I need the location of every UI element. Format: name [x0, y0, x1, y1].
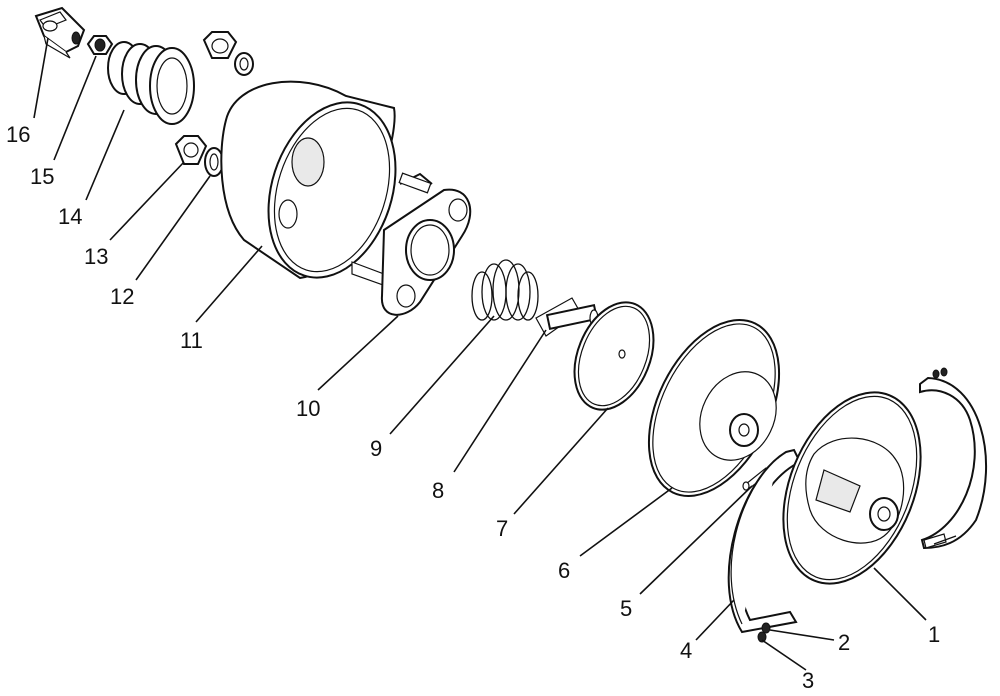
part-6-diaphragm: [647, 319, 781, 497]
callout-2: 2: [838, 630, 850, 655]
callout-11: 11: [180, 328, 203, 353]
part-16-clevis: [34, 6, 86, 59]
part-15-nut: [86, 35, 114, 55]
part-2-nut: [761, 622, 771, 634]
part-13-nut: [174, 135, 208, 165]
callout-15: 15: [30, 164, 54, 189]
part-14-boot: [107, 41, 195, 125]
callout-7: 7: [496, 516, 508, 541]
callout-10: 10: [296, 396, 320, 421]
callout-4: 4: [680, 638, 692, 663]
part-11-housing: [220, 80, 397, 280]
part-9-spring: [471, 259, 539, 321]
callouts: 16 15 14 13 12 11 10 9 8 7 6 5 4 2 3 1: [6, 122, 940, 693]
callout-14: 14: [58, 204, 82, 229]
callout-8: 8: [432, 478, 444, 503]
part-8-pushrod: [535, 297, 599, 337]
callout-13: 13: [84, 244, 108, 269]
callout-1: 1: [928, 622, 940, 647]
right-clamp-band: [919, 367, 988, 550]
upper-nut-washer: [202, 31, 254, 76]
leader-lines: [33, 37, 927, 671]
callout-3: 3: [802, 668, 814, 693]
part-10-flange: [351, 172, 472, 316]
part-3-nut: [757, 631, 767, 643]
callout-9: 9: [370, 436, 382, 461]
callout-12: 12: [110, 284, 134, 309]
part-12-washer: [204, 147, 224, 177]
part-1-cover: [782, 391, 922, 585]
callout-5: 5: [620, 596, 632, 621]
part-7-disc: [573, 301, 655, 411]
part-4-clamp-band: [727, 448, 802, 634]
callout-16: 16: [6, 122, 30, 147]
callout-6: 6: [558, 558, 570, 583]
